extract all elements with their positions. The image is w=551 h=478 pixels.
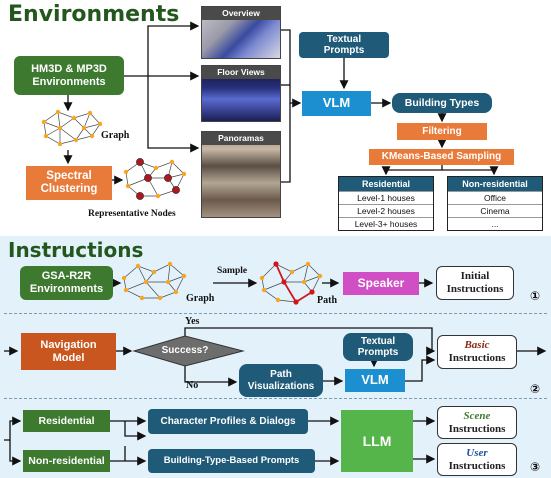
basic-word: Basic (464, 339, 490, 352)
step-1-badge: ① (530, 289, 541, 303)
sample-label: Sample (217, 266, 248, 276)
instructions-title: Instructions (8, 238, 144, 262)
instr-vlm-box: VLM (345, 369, 405, 392)
instr-non-residential-box: Non-residential (23, 450, 110, 472)
panoramas-image: Panoramas (201, 131, 281, 218)
basic-instructions-box: Basic Instructions (437, 335, 517, 369)
user-instructions-box: User Instructions (437, 443, 517, 476)
floor-views-image: Floor Views (201, 65, 281, 122)
building-types-box: Building Types (392, 93, 492, 113)
basic-rest: Instructions (448, 352, 506, 364)
user-rest: Instructions (448, 459, 506, 472)
non-residential-table: Non-residential Office Cinema ... (447, 176, 543, 231)
step-2-badge: ② (530, 382, 541, 396)
env-textual-prompts-box: Textual Prompts (299, 32, 389, 58)
kmeans-sampling-box: KMeans-Based Sampling (369, 149, 514, 165)
path-visualizations-box: Path Visualizations (239, 364, 323, 397)
speaker-box: Speaker (343, 272, 419, 295)
llm-box: LLM (341, 410, 413, 472)
residential-row: Level-2 houses (339, 204, 433, 217)
hm3d-mp3d-environments-box: HM3D & MP3D Environments (14, 56, 124, 95)
success-label: Success? (161, 345, 209, 357)
step-3-badge: ③ (530, 460, 541, 474)
instr-textual-prompts-box: Textual Prompts (343, 333, 413, 361)
instr-graph-label: Graph (186, 293, 215, 304)
scene-rest: Instructions (448, 422, 506, 435)
no-label: No (186, 380, 199, 391)
initial-instructions-box: Initial Instructions (436, 266, 514, 300)
residential-row: Level-3+ houses (339, 217, 433, 230)
overview-image: Overview (201, 6, 281, 59)
non-residential-row: ... (448, 217, 542, 230)
residential-header: Residential (339, 177, 433, 191)
environments-title: Environments (8, 2, 180, 27)
filtering-box: Filtering (397, 123, 487, 140)
building-type-prompts-box: Building-Type-Based Prompts (148, 449, 315, 473)
overview-title: Overview (202, 7, 280, 20)
representative-nodes-label: Representative Nodes (88, 209, 176, 219)
residential-row: Level-1 houses (339, 191, 433, 204)
section-divider-2 (4, 398, 547, 399)
path-label: Path (317, 295, 337, 306)
scene-instructions-box: Scene Instructions (437, 406, 517, 439)
yes-label: Yes (185, 316, 200, 327)
non-residential-header: Non-residential (448, 177, 542, 191)
scene-word: Scene (463, 409, 491, 422)
panoramas-title: Panoramas (202, 132, 280, 145)
residential-table: Residential Level-1 houses Level-2 house… (338, 176, 434, 231)
floor-views-title: Floor Views (202, 66, 280, 79)
instr-residential-box: Residential (23, 410, 110, 432)
navigation-model-box: Navigation Model (21, 333, 116, 370)
non-residential-row: Cinema (448, 204, 542, 217)
user-word: User (466, 446, 488, 459)
spectral-clustering-box: Spectral Clustering (26, 166, 112, 200)
gsa-r2r-environments-box: GSA-R2R Environments (20, 266, 113, 300)
section-divider-1 (4, 313, 547, 314)
non-residential-row: Office (448, 191, 542, 204)
env-vlm-box: VLM (302, 91, 371, 116)
env-graph-label: Graph (101, 130, 130, 141)
character-profiles-box: Character Profiles & Dialogs (148, 409, 308, 434)
